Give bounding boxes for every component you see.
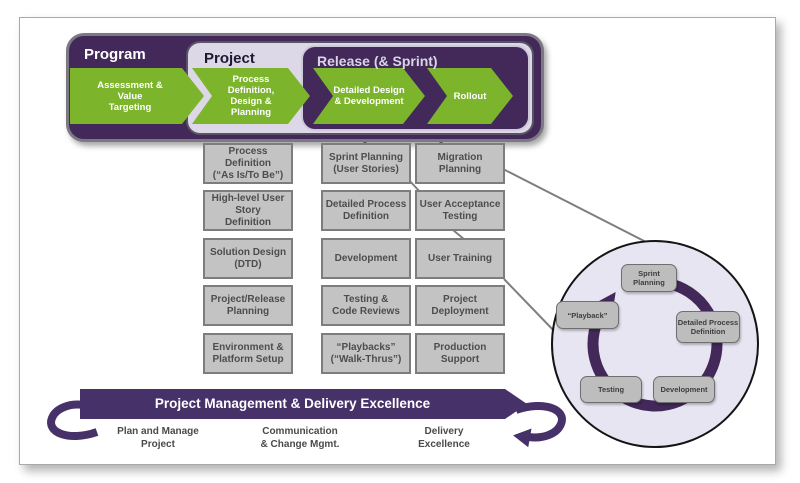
connector-line	[502, 168, 649, 244]
grid-box-solution-design: Solution Design (DTD)	[203, 238, 293, 279]
cycle-box-detailed-process-definition: Detailed Process Definition	[676, 311, 740, 343]
grid-box-playbacks-walkthrus: “Playbacks” (“Walk-Thrus”)	[321, 333, 411, 374]
release-label: Release (& Sprint)	[317, 53, 438, 69]
grid-box-user-acceptance-testing: User Acceptance Testing	[415, 190, 505, 231]
project-label: Project	[204, 50, 255, 67]
label-plan-and-manage: Plan and Manage Project	[117, 426, 199, 450]
grid-box-testing-code-reviews: Testing & Code Reviews	[321, 285, 411, 326]
cycle-box-development: Development	[653, 376, 715, 403]
grid-box-process-definition: Process Definition (“As Is/To Be”)	[203, 143, 293, 184]
cycle-box-playback: “Playback”	[556, 301, 619, 329]
label-communication-change-mgmt: Communication & Change Mgmt.	[260, 426, 340, 450]
chevron-assessment-value-targeting: Assessment & Value Targeting	[70, 68, 204, 124]
grid-box-production-support: Production Support	[415, 333, 505, 374]
grid-box-sprint-planning: Sprint Planning (User Stories)	[321, 143, 411, 184]
grid-box-user-story-definition: High-level User Story Definition	[203, 190, 293, 231]
chevron-process-definition-design-planning: Process Definition, Design & Planning	[192, 68, 310, 124]
grid-box-migration-planning: Migration Planning	[415, 143, 505, 184]
grid-box-environment-platform-setup: Environment & Platform Setup	[203, 333, 293, 374]
grid-box-project-release-planning: Project/Release Planning	[203, 285, 293, 326]
program-label: Program	[84, 46, 146, 63]
loop-arrow-left-icon	[47, 395, 100, 440]
grid-box-detailed-process-definition: Detailed Process Definition	[321, 190, 411, 231]
pm-excellence-title: Project Management & Delivery Excellence	[154, 396, 431, 411]
grid-box-development: Development	[321, 238, 411, 279]
grid-box-project-deployment: Project Deployment	[415, 285, 505, 326]
pm-excellence-banner: Project Management & Delivery Excellence	[80, 389, 527, 419]
connector-line	[503, 278, 558, 335]
cycle-box-sprint-planning: Sprint Planning	[621, 264, 677, 292]
label-delivery-excellence: Delivery Excellence	[418, 426, 470, 450]
cycle-box-testing: Testing	[580, 376, 642, 403]
loop-arrow-right-icon	[513, 402, 566, 448]
grid-box-user-training: User Training	[415, 238, 505, 279]
